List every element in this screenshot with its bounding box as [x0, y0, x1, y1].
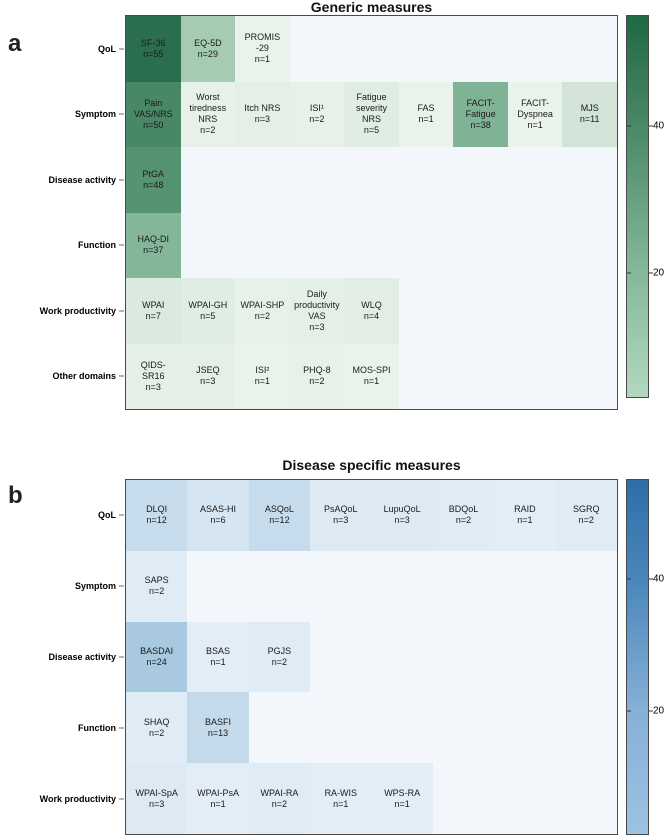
colorbar-tick-mark: [649, 578, 653, 580]
row-tick-mark: [119, 656, 124, 658]
row-tick-mark: [119, 113, 124, 115]
heatmap-cell: FACIT- Dyspnea n=1: [507, 81, 563, 147]
row-tick-mark: [119, 179, 124, 181]
row-tick-mark: [119, 310, 124, 312]
row-label: Disease activity: [48, 174, 116, 185]
heatmap-cell: ISI² n=1: [235, 343, 290, 409]
heatmap-cell: WPAI-PsA n=1: [187, 763, 249, 834]
panel-b-letter: b: [8, 482, 23, 509]
heatmap-cell: BSAS n=1: [187, 621, 249, 693]
heatmap-cell: SF-36 n=55: [126, 16, 181, 82]
heatmap-cell: WPAI-SpA n=3: [126, 763, 188, 834]
heatmap-cell: WPAI n=7: [126, 278, 181, 344]
row-label: Disease activity: [48, 652, 116, 662]
colorbar-tick-mark: [627, 125, 631, 127]
colorbar-tick-mark: [649, 272, 653, 274]
heatmap-cell: PROMIS -29 n=1: [235, 16, 290, 82]
row-label: Function: [78, 240, 116, 251]
row-tick-mark: [119, 48, 124, 50]
colorbar-tick-mark: [649, 125, 653, 127]
colorbar-tick-mark: [627, 578, 631, 580]
heatmap-cell: Worst tiredness NRS n=2: [180, 81, 236, 147]
heatmap-cell: WPS-RA n=1: [371, 763, 433, 834]
heatmap-cell: PGJS n=2: [248, 621, 311, 693]
panel-a-letter: a: [8, 30, 22, 57]
row-label: QoL: [98, 43, 116, 54]
heatmap-cell: WPAI-RA n=2: [248, 763, 311, 834]
row-tick-mark: [119, 375, 124, 377]
heatmap-cell: Daily productivity VAS n=3: [289, 278, 345, 344]
heatmap-cell: MJS n=11: [562, 81, 617, 147]
heatmap-cell: PHQ-8 n=2: [289, 343, 345, 409]
row-label: Function: [78, 722, 116, 733]
colorbar-tick-label: 20: [653, 705, 665, 717]
heatmap-cell: ASAS-HI n=6: [187, 480, 249, 551]
row-tick-mark: [119, 585, 124, 587]
colorbar-tick-label: 20: [653, 267, 665, 279]
heatmap-cell: WLQ n=4: [344, 278, 399, 344]
row-label: Work productivity: [39, 793, 116, 804]
panel-a-title: Generic measures: [310, 0, 433, 15]
panel-b-colorbar: [626, 479, 649, 835]
heatmap-cell: RAID n=1: [494, 480, 556, 551]
heatmap-cell: DLQI n=12: [126, 480, 188, 551]
heatmap-cell: BDQoL n=2: [432, 480, 495, 551]
row-label: Work productivity: [39, 305, 116, 316]
heatmap-cell: SHAQ n=2: [126, 692, 188, 764]
heatmap-cell: SAPS n=2: [126, 550, 188, 622]
heatmap-cell: ASQoL n=12: [248, 480, 311, 551]
row-tick-mark: [119, 514, 124, 516]
heatmap-cell: HAQ-DI n=37: [126, 212, 181, 278]
heatmap-cell: MOS-SPI n=1: [344, 343, 399, 409]
heatmap-cell: LupuQoL n=3: [371, 480, 433, 551]
heatmap-cell: ISI¹ n=2: [289, 81, 345, 147]
heatmap-cell: Pain VAS/NRS n=50: [126, 81, 181, 147]
colorbar-tick-mark: [627, 710, 631, 712]
colorbar-tick-mark: [627, 272, 631, 274]
heatmap-cell: WPAI-SHP n=2: [235, 278, 290, 344]
row-tick-mark: [119, 244, 124, 246]
heatmap-cell: Itch NRS n=3: [235, 81, 290, 147]
panel-a-colorbar: [626, 15, 649, 398]
heatmap-cell: PtGA n=48: [126, 147, 181, 213]
row-label: QoL: [98, 510, 116, 521]
colorbar-tick-label: 40: [653, 573, 665, 585]
heatmap-cell: FAS n=1: [398, 81, 454, 147]
heatmap-cell: RA-WIS n=1: [310, 763, 372, 834]
heatmap-cell: SGRQ n=2: [555, 480, 617, 551]
colorbar-tick-mark: [649, 710, 653, 712]
row-tick-mark: [119, 727, 124, 729]
heatmap-cell: BASDAI n=24: [126, 621, 188, 693]
heatmap-cell: WPAI-GH n=5: [180, 278, 236, 344]
row-label: Symptom: [74, 581, 116, 592]
heatmap-cell: PsAQoL n=3: [310, 480, 372, 551]
row-label: Other domains: [52, 371, 116, 382]
heatmap-cell: Fatigue severity NRS n=5: [344, 81, 399, 147]
heatmap-cell: QIDS- SR16 n=3: [126, 343, 181, 409]
colorbar-tick-label: 40: [653, 120, 665, 132]
heatmap-cell: EQ-5D n=29: [180, 16, 236, 82]
heatmap-cell: FACIT- Fatigue n=38: [453, 81, 508, 147]
panel-b-title: Disease specific measures: [282, 457, 461, 473]
heatmap-cell: JSEQ n=3: [180, 343, 236, 409]
row-label: Symptom: [74, 109, 116, 120]
row-tick-mark: [119, 798, 124, 800]
heatmap-cell: BASFI n=13: [187, 692, 249, 764]
